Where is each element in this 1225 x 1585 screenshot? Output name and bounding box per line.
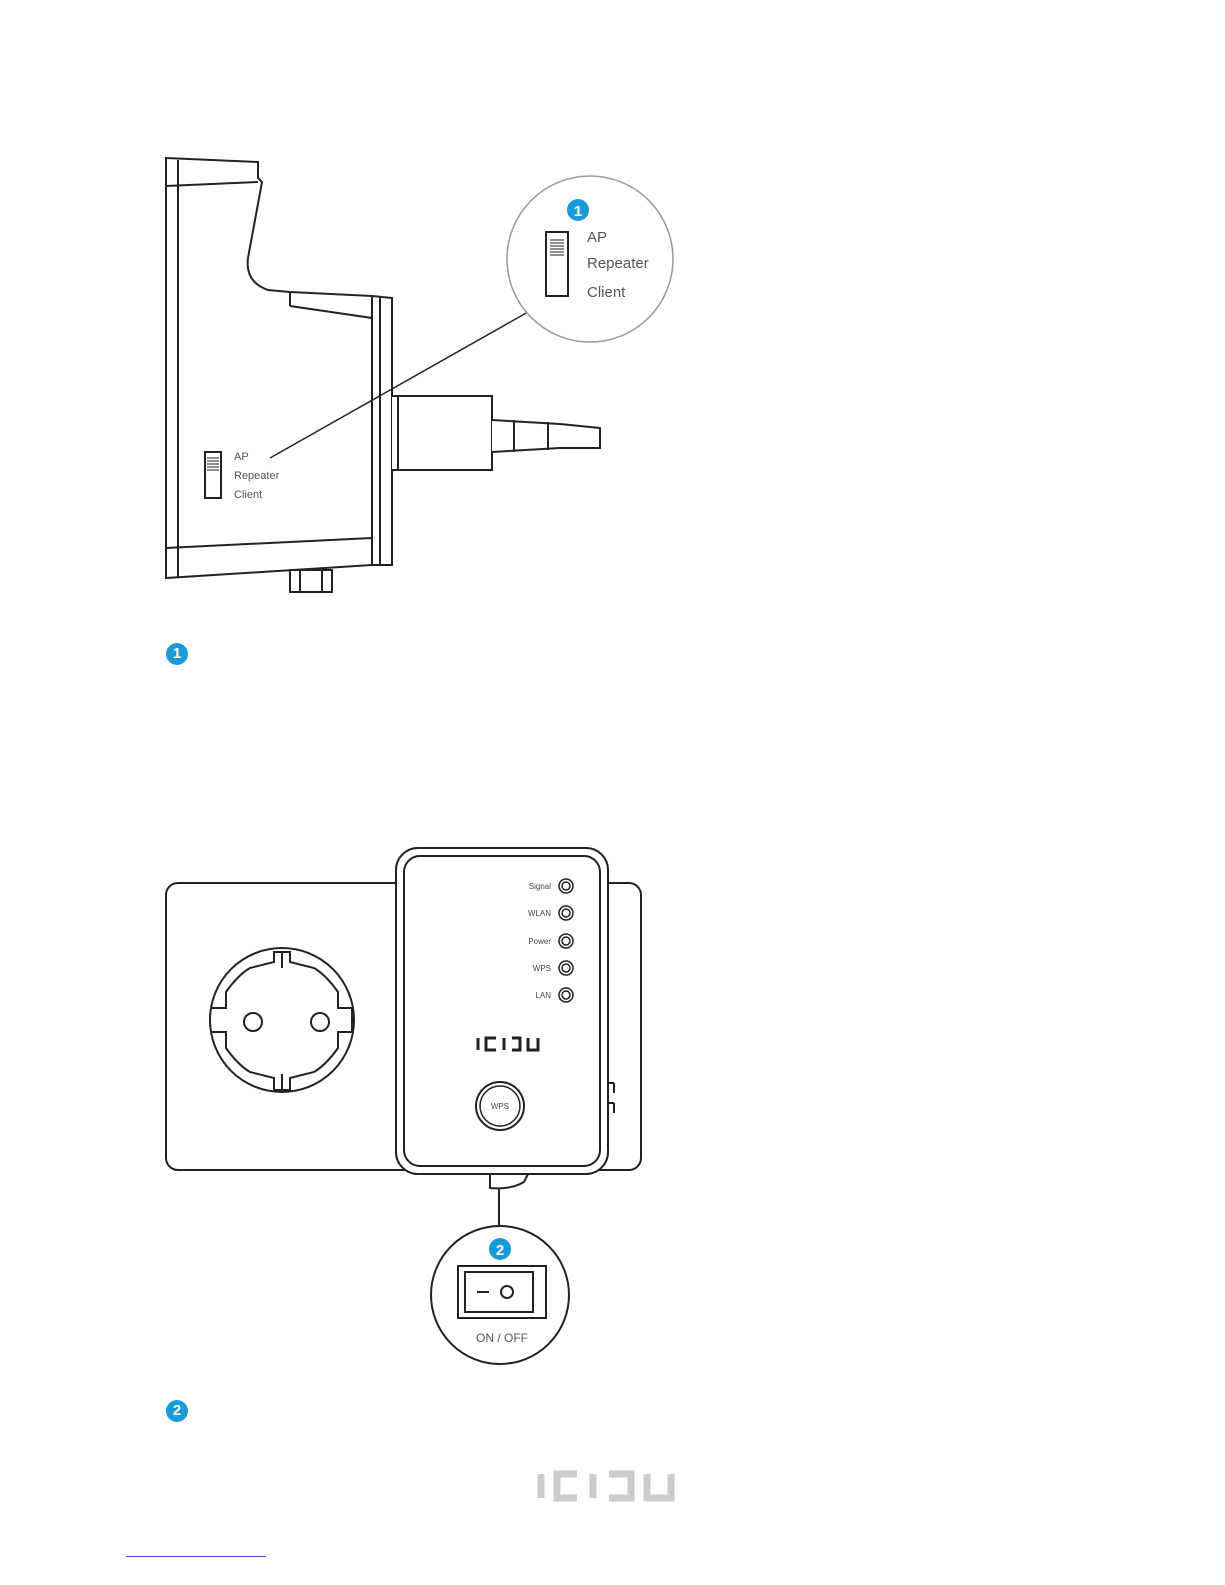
led-label-wlan: WLAN bbox=[528, 909, 551, 918]
power-switch-label: ON / OFF bbox=[476, 1331, 528, 1345]
led-label-signal: Signal bbox=[529, 882, 551, 891]
led-label-wps: WPS bbox=[533, 964, 551, 973]
footer-brand-logo bbox=[535, 1470, 680, 1506]
wps-button-label: WPS bbox=[491, 1102, 509, 1111]
router-front-view: Signal WLAN Power WPS LAN WPS 2 ON / OFF bbox=[0, 0, 1225, 1400]
led-label-power: Power bbox=[528, 937, 551, 946]
section-marker-2: 2 bbox=[166, 1400, 188, 1422]
zoom-callout-number-2: 2 bbox=[496, 1242, 504, 1259]
led-label-lan: LAN bbox=[535, 991, 551, 1000]
footer-link-underline bbox=[126, 1556, 266, 1557]
